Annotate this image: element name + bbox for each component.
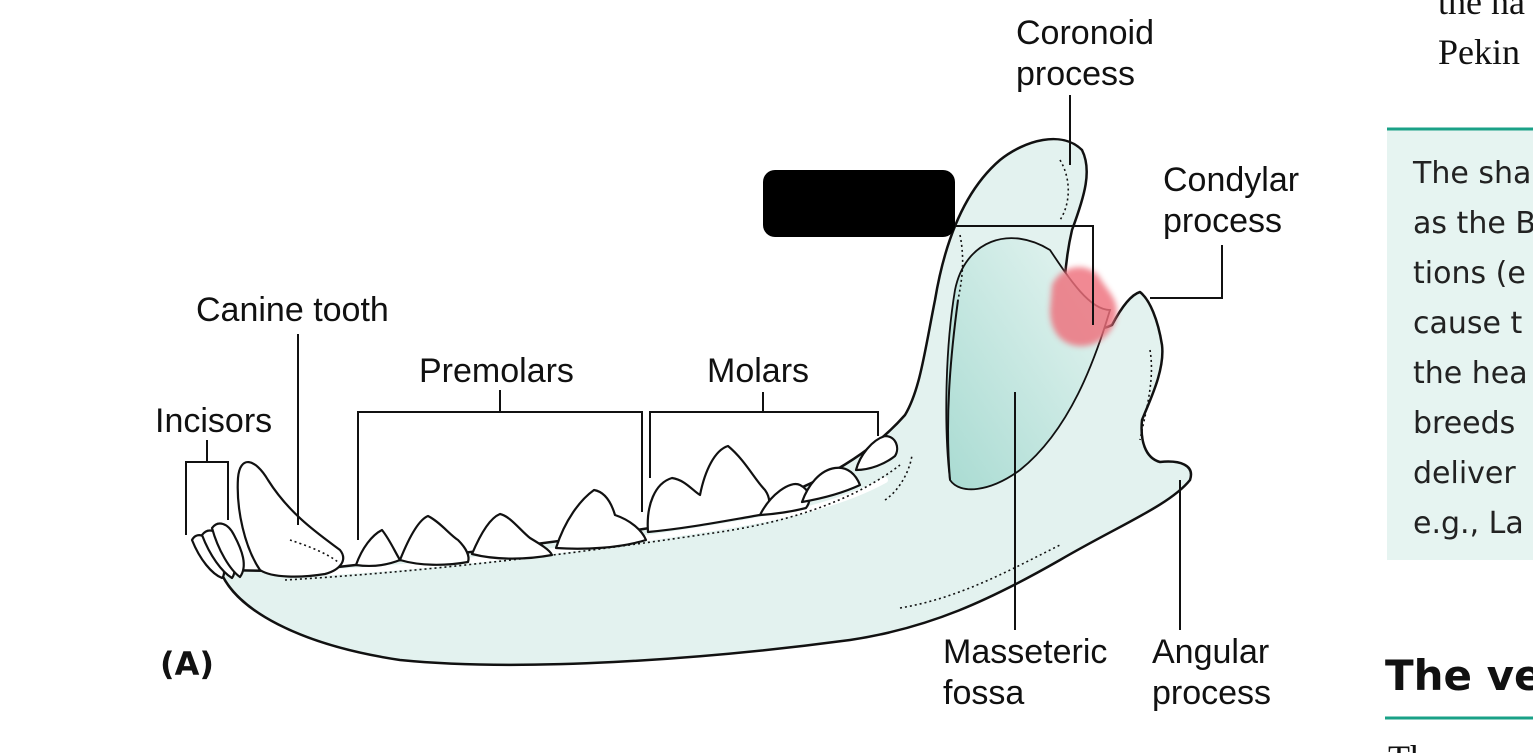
premolar-tooth bbox=[470, 512, 554, 560]
note-text-line: cause t bbox=[1413, 306, 1523, 341]
body-text-fragment: Th bbox=[1388, 738, 1428, 753]
highlight-mark bbox=[1050, 267, 1117, 347]
redaction-box bbox=[763, 170, 955, 237]
panel-label: (A) bbox=[160, 645, 214, 683]
hidden-label-leader bbox=[955, 225, 1094, 325]
molar-tooth bbox=[800, 466, 862, 504]
dotted-line bbox=[957, 234, 964, 301]
premolar-tooth bbox=[354, 528, 402, 568]
note-text-line: breeds bbox=[1413, 406, 1515, 441]
premolar-tooth bbox=[398, 514, 470, 566]
canine-tooth-shape bbox=[236, 461, 345, 578]
note-text-line: e.g., La bbox=[1413, 506, 1524, 541]
condylar-leader bbox=[1150, 245, 1223, 299]
dotted-line bbox=[1059, 159, 1070, 221]
incisor-tooth bbox=[210, 522, 245, 579]
alveolar-band bbox=[297, 477, 888, 577]
note-text-line: tions (e bbox=[1413, 256, 1526, 291]
premolar-tooth bbox=[554, 488, 648, 550]
note-box bbox=[1387, 128, 1533, 560]
section-heading: The ve bbox=[1385, 651, 1533, 700]
dotted-line bbox=[1139, 349, 1153, 441]
dotted-line bbox=[289, 539, 339, 563]
molar-tooth bbox=[646, 444, 771, 534]
ramus-line bbox=[947, 299, 959, 481]
note-text-line: deliver bbox=[1413, 456, 1516, 491]
label-incisors: Incisors bbox=[155, 402, 272, 440]
dotted-line bbox=[284, 464, 901, 581]
molar-tooth bbox=[854, 434, 899, 472]
body-text-line: Pekin bbox=[1438, 32, 1520, 72]
note-text-line: as the B bbox=[1413, 206, 1533, 241]
body-text-line: the na bbox=[1438, 0, 1525, 22]
label-canine-tooth: Canine tooth bbox=[196, 291, 389, 329]
label-molars: Molars bbox=[707, 352, 809, 390]
label-premolars: Premolars bbox=[419, 352, 574, 390]
note-text-line: The sha bbox=[1412, 156, 1531, 191]
dotted-line bbox=[899, 544, 1061, 609]
note-text-line: the hea bbox=[1413, 356, 1528, 391]
